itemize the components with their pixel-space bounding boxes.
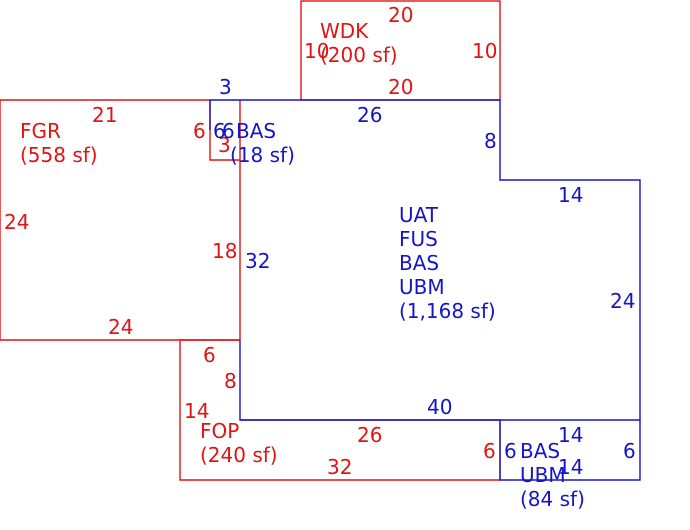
dim-fgr-notch-a: 6 [193,119,206,143]
dim-bas-bottom-right: 6 [623,439,636,463]
bas-bottom-area: (84 sf) [520,487,585,511]
dim-fgr-bottom: 24 [108,315,133,339]
main-area: (1,168 sf) [399,299,496,323]
dim-fop-left: 14 [184,399,209,423]
main-code-2: FUS [399,227,438,251]
dim-fop-top: 6 [203,343,216,367]
dim-wdk-left: 10 [304,39,329,63]
main-code-3: BAS [399,251,439,275]
wdk-label: WDK [320,19,369,43]
main-code-1: UAT [399,203,439,227]
dim-bas-bottom-left: 6 [504,439,517,463]
bas-small-outline [209,99,240,130]
dim-fop-bottom: 32 [327,455,352,479]
dim-bas-small-b: 6 [222,119,235,143]
fgr-outline [0,99,240,341]
dim-wdk-right: 10 [472,39,497,63]
dim-fop-inner: 8 [224,369,237,393]
dim-bas-bottom-top: 14 [558,423,583,447]
dim-bas-small-a: 6 [213,119,226,143]
dim-bas-bottom-bottom: 14 [558,455,583,479]
dim-wdk-bottom: 20 [388,75,413,99]
dim-fop-right: 6 [483,439,496,463]
dim-main-bottom: 40 [427,395,452,419]
dim-fgr-notch-b: 3 [218,133,231,157]
fop-label: FOP [200,419,239,443]
dim-main-left: 32 [245,249,270,273]
dim-main-right: 24 [610,289,635,313]
fgr-label: FGR [20,119,61,143]
dim-fgr-top: 21 [92,103,117,127]
dim-fgr-right: 18 [212,239,237,263]
dim-main-step: 14 [558,183,583,207]
bas-bottom-code-1: BAS [520,439,560,463]
bas-bottom-code-2: UBM [520,463,566,487]
dim-fop-mid: 26 [357,423,382,447]
bas-small-label: BAS [236,119,276,143]
bas-small-area: (18 sf) [230,143,295,167]
dim-main-right-upper: 8 [484,129,497,153]
dim-fgr-left: 24 [4,210,29,234]
fop-area: (240 sf) [200,443,278,467]
fgr-area: (558 sf) [20,143,98,167]
dim-wdk-top: 20 [388,3,413,27]
wdk-area: (200 sf) [320,43,398,67]
dim-bas-small-top: 3 [219,75,232,99]
main-code-4: UBM [399,275,445,299]
main-outline [239,99,641,421]
dim-main-top: 26 [357,103,382,127]
bas-bottom-outline [499,420,641,481]
